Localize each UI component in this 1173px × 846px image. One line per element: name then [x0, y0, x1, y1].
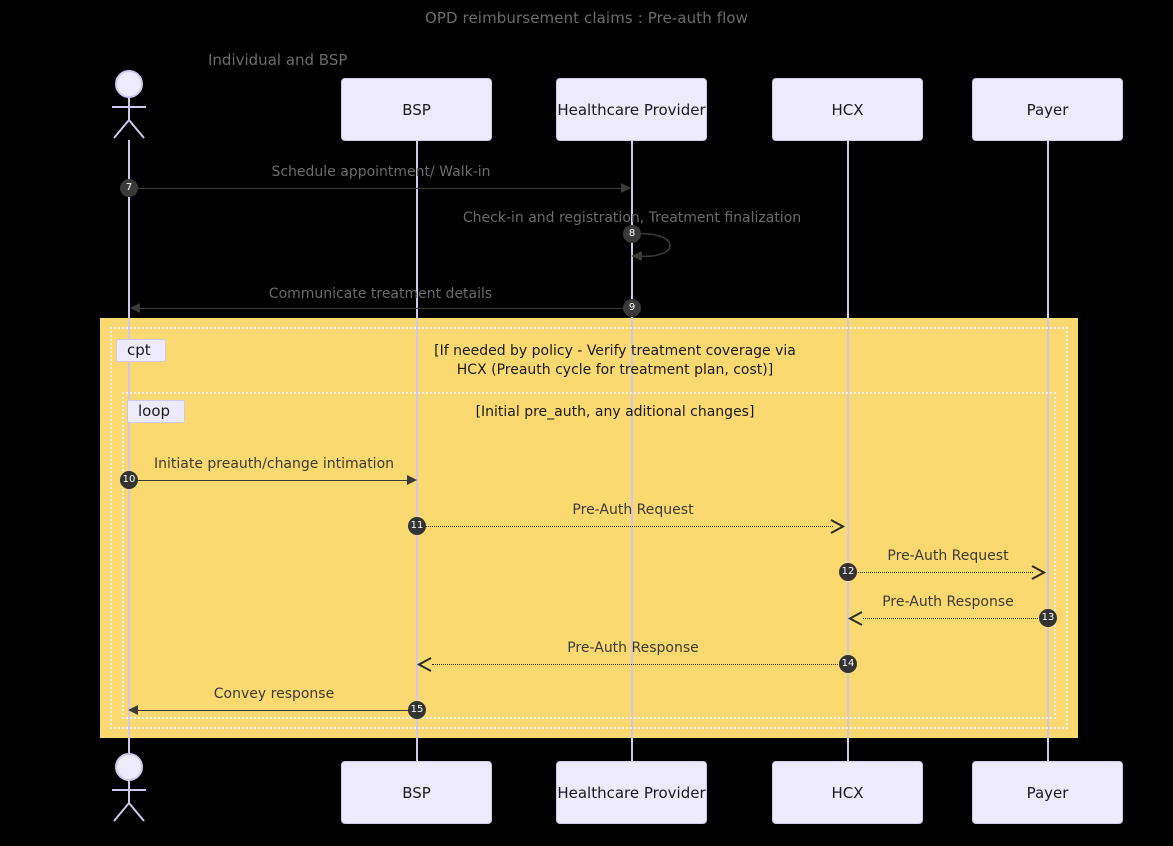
participant-actor-top[interactable]: [105, 70, 153, 142]
message-badge-8: 8: [623, 225, 641, 243]
participant-label: Payer: [1026, 100, 1069, 119]
participant-hcx-top[interactable]: HCX: [772, 78, 923, 141]
message-label-12: Pre-Auth Request: [887, 548, 1009, 564]
message-arrowhead-11: [830, 519, 846, 534]
message-label-10: Initiate preauth/change intimation: [153, 456, 395, 472]
message-label-14: Pre-Auth Response: [567, 640, 699, 656]
message-arrowhead-15: [128, 705, 138, 715]
message-badge-9: 9: [623, 299, 641, 317]
lifeline-hcx: [847, 140, 849, 762]
fragment-highlight-block: [100, 318, 1078, 738]
fragment-loop-condition: [Initial pre_auth, any aditional changes…: [475, 404, 755, 420]
actor-icon: [112, 70, 146, 139]
fragment-loop-border: [122, 392, 1056, 719]
message-label-13: Pre-Auth Response: [882, 594, 1014, 610]
message-label-7: Schedule appointment/ Walk-in: [271, 164, 491, 180]
message-line-14: [432, 664, 840, 665]
message-line-15: [138, 710, 411, 711]
message-arrowhead-10: [407, 475, 417, 485]
group-label-individual-and-bsp: Individual and BSP: [208, 51, 348, 69]
participant-hcx-bottom[interactable]: HCX: [772, 761, 923, 824]
fragment-loop-keyword[interactable]: loop: [127, 400, 186, 423]
participant-label: Healthcare Provider: [557, 783, 706, 802]
participant-payer-bottom[interactable]: Payer: [972, 761, 1123, 824]
message-arrowhead-13: [847, 611, 863, 626]
lifeline-payer: [1047, 140, 1049, 762]
lifeline-actor: [128, 140, 130, 762]
message-arrowhead-12: [1031, 565, 1047, 580]
participant-actor-bottom[interactable]: [105, 753, 153, 825]
participant-bsp-bottom[interactable]: BSP: [341, 761, 492, 824]
participant-label: HCX: [831, 100, 864, 119]
message-line-11: [425, 526, 833, 527]
message-arrowhead-9: [130, 303, 140, 313]
participant-label: BSP: [402, 783, 431, 802]
lifeline-provider: [631, 140, 633, 762]
message-badge-14: 14: [839, 655, 857, 673]
participant-label: Healthcare Provider: [557, 100, 706, 119]
participant-provider-top[interactable]: Healthcare Provider: [556, 78, 707, 141]
participant-label: BSP: [402, 100, 431, 119]
fragment-opt-keyword[interactable]: cpt: [116, 339, 166, 362]
actor-icon: [112, 753, 146, 822]
lifeline-bsp: [416, 140, 418, 762]
message-label-11: Pre-Auth Request: [572, 502, 694, 518]
message-line-9: [140, 308, 632, 309]
message-label-8: Check-in and registration, Treatment fin…: [462, 210, 802, 226]
message-badge-10: 10: [120, 471, 138, 489]
participant-label: HCX: [831, 783, 864, 802]
message-line-12: [856, 572, 1033, 573]
message-line-7: [129, 188, 625, 189]
message-badge-12: 12: [839, 563, 857, 581]
message-arrowhead-7: [621, 183, 631, 193]
message-line-10: [129, 480, 411, 481]
message-label-9: Communicate treatment details: [268, 286, 493, 302]
participant-provider-bottom[interactable]: Healthcare Provider: [556, 761, 707, 824]
participant-bsp-top[interactable]: BSP: [341, 78, 492, 141]
page-title: OPD reimbursement claims : Pre-auth flow: [424, 9, 749, 27]
participant-payer-top[interactable]: Payer: [972, 78, 1123, 141]
fragment-opt-border: [110, 327, 1068, 729]
participant-label: Payer: [1026, 783, 1069, 802]
message-selfloop-8: [631, 232, 671, 261]
message-line-13: [863, 618, 1040, 619]
message-badge-15: 15: [408, 701, 426, 719]
fragment-opt-condition: [If needed by policy - Verify treatment …: [434, 343, 796, 378]
message-arrowhead-14: [416, 657, 432, 672]
message-badge-11: 11: [408, 517, 426, 535]
message-label-15: Convey response: [213, 686, 335, 702]
message-badge-13: 13: [1039, 609, 1057, 627]
message-badge-7: 7: [120, 179, 138, 197]
